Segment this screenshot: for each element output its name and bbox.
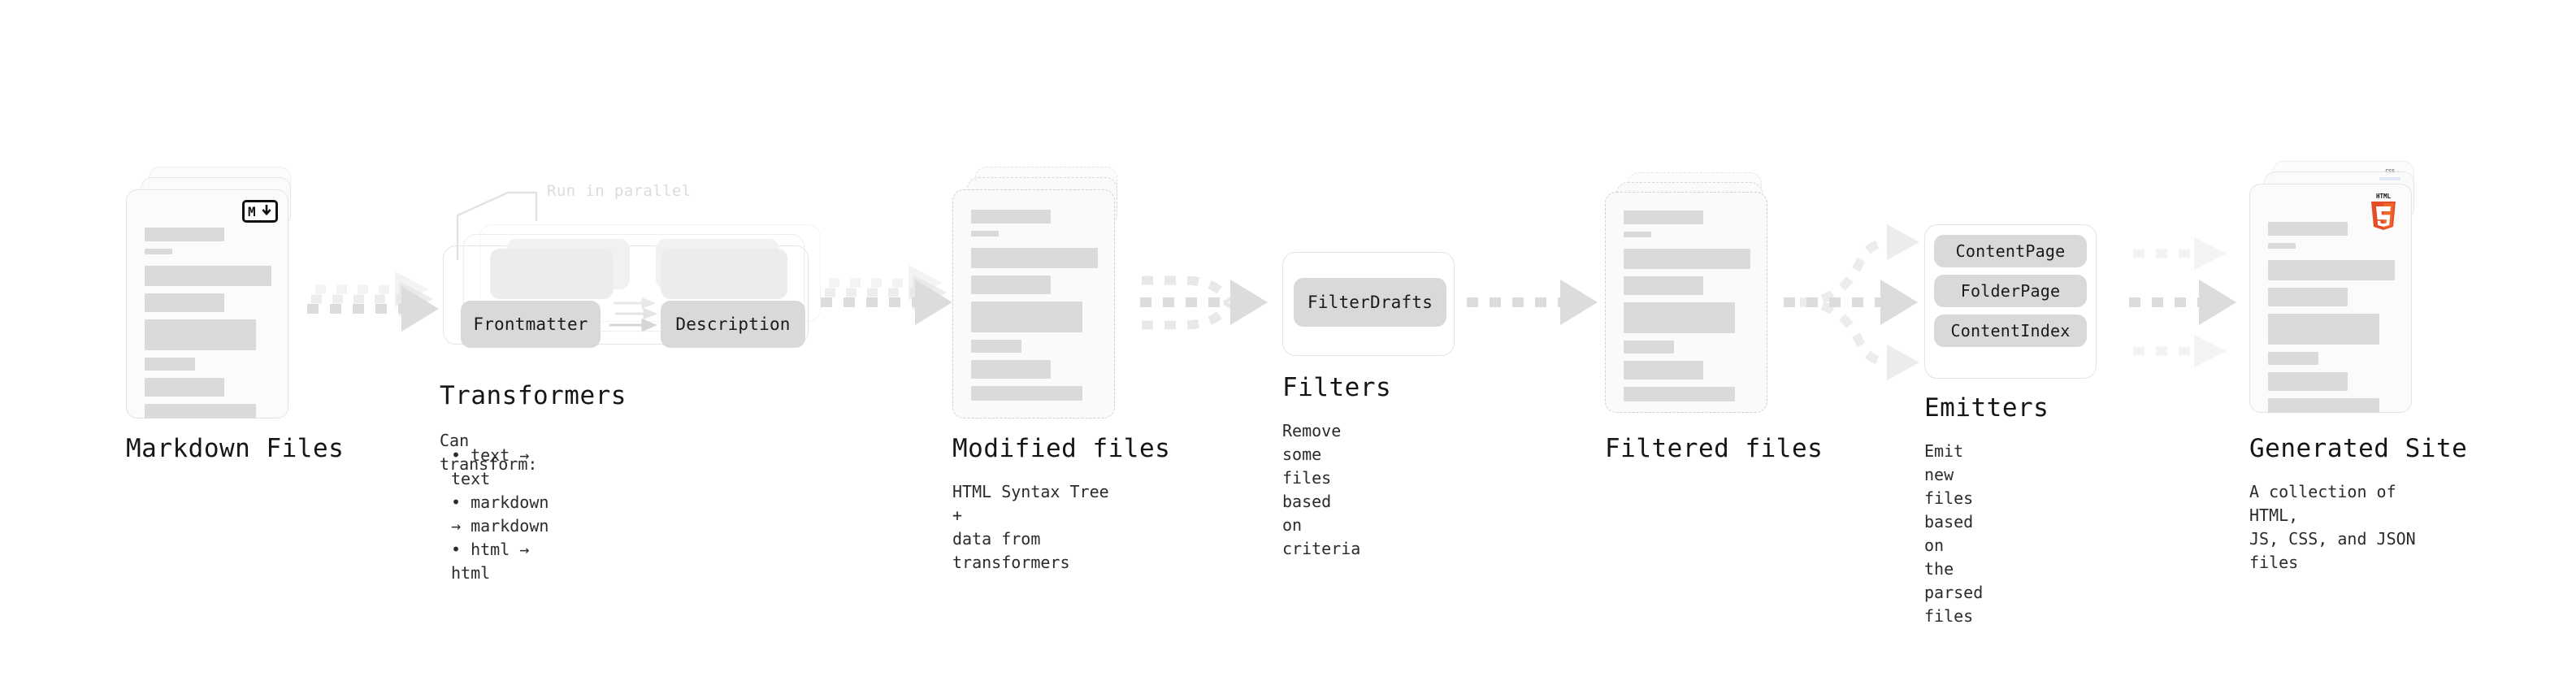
transformers-pill-frontmatter[interactable]: Frontmatter	[461, 301, 601, 348]
emitters-pill-folderpage[interactable]: FolderPage	[1934, 275, 2087, 307]
transformers-bullet-1: • markdown → markdown	[451, 492, 549, 536]
transformers-layer-2	[463, 234, 804, 332]
markdown-doc-content	[145, 228, 271, 426]
emitters-box	[1924, 224, 2097, 379]
filters-pill-filterdrafts[interactable]: FilterDrafts	[1294, 278, 1446, 327]
transformers-bullet-0: • text → text	[451, 445, 530, 488]
generated-site-subtitle: A collection of HTML, JS, CSS, and JSON …	[2249, 482, 2416, 572]
stage-generated-site: CSS HTML	[2249, 161, 2467, 572]
transformers-bullet-2: • html → html	[451, 540, 530, 583]
bullet-dot: •	[451, 445, 471, 465]
modified-files-subtitle: HTML Syntax Tree + data from transformer…	[952, 482, 1109, 572]
markdown-icon: M	[242, 200, 278, 223]
transformers-bullets: • text → text • markdown → markdown • ht…	[451, 444, 549, 585]
filtered-doc-stack	[1605, 172, 1780, 424]
filtered-doc-front	[1605, 192, 1767, 413]
transformers-pill-frontmatter-ghost-1: Frontmatter	[490, 249, 614, 299]
site-doc-stack: CSS HTML	[2249, 161, 2424, 413]
bullet-dot: •	[451, 540, 471, 559]
generated-site-title: Generated Site	[2249, 434, 2468, 463]
markdown-doc-stack: M	[126, 167, 301, 419]
site-doc-front: HTML	[2249, 184, 2412, 413]
transformers-pill-description[interactable]: Description	[661, 301, 805, 348]
bullet-dot: •	[451, 492, 471, 512]
connector-transformers-to-modified	[821, 265, 952, 325]
filters-subtitle: Remove some files based on criteria	[1282, 421, 1361, 558]
emitters-subtitle: Emit new files based on the parsed files	[1924, 441, 1984, 626]
transformers-pill-description-ghost-1: Description	[661, 249, 787, 299]
filters-title: Filters	[1282, 373, 1392, 402]
connector-md-to-transformers	[307, 271, 439, 332]
emitters-pill-contentindex[interactable]: ContentIndex	[1934, 314, 2087, 347]
filters-box	[1282, 252, 1455, 356]
connector-filters-to-filtered	[1467, 280, 1598, 325]
transformers-subtitle: Can transform:	[440, 431, 538, 474]
emitters-pill-contentpage[interactable]: ContentPage	[1934, 235, 2087, 267]
connector-emitters-to-site	[2129, 237, 2236, 367]
modified-doc-content	[971, 210, 1098, 408]
stage-modified-files: Modified files HTML Syntax Tree + data f…	[952, 167, 1170, 572]
filtered-files-title: Filtered files	[1605, 434, 1824, 463]
html5-icon: HTML	[2367, 192, 2400, 231]
modified-files-title: Modified files	[952, 434, 1171, 463]
markdown-files-title: Markdown Files	[126, 434, 345, 463]
stage-markdown-files: M Markdown Files	[126, 167, 344, 462]
filtered-doc-content	[1624, 210, 1750, 409]
transformers-title: Transformers	[440, 381, 627, 410]
markdown-doc-front: M	[126, 189, 288, 419]
modified-doc-stack	[952, 167, 1127, 419]
html5-icon-label: HTML	[2376, 193, 2392, 200]
stage-filtered-files: Filtered files	[1605, 172, 1823, 462]
modified-doc-front	[952, 189, 1115, 419]
connector-filtered-to-emitters	[1784, 224, 1919, 380]
connector-modified-to-filters	[1140, 275, 1268, 330]
run-in-parallel-label: Run in parallel	[547, 182, 692, 200]
emitters-title: Emitters	[1924, 393, 2049, 423]
site-doc-content	[2268, 222, 2395, 420]
svg-text:M: M	[248, 205, 256, 219]
